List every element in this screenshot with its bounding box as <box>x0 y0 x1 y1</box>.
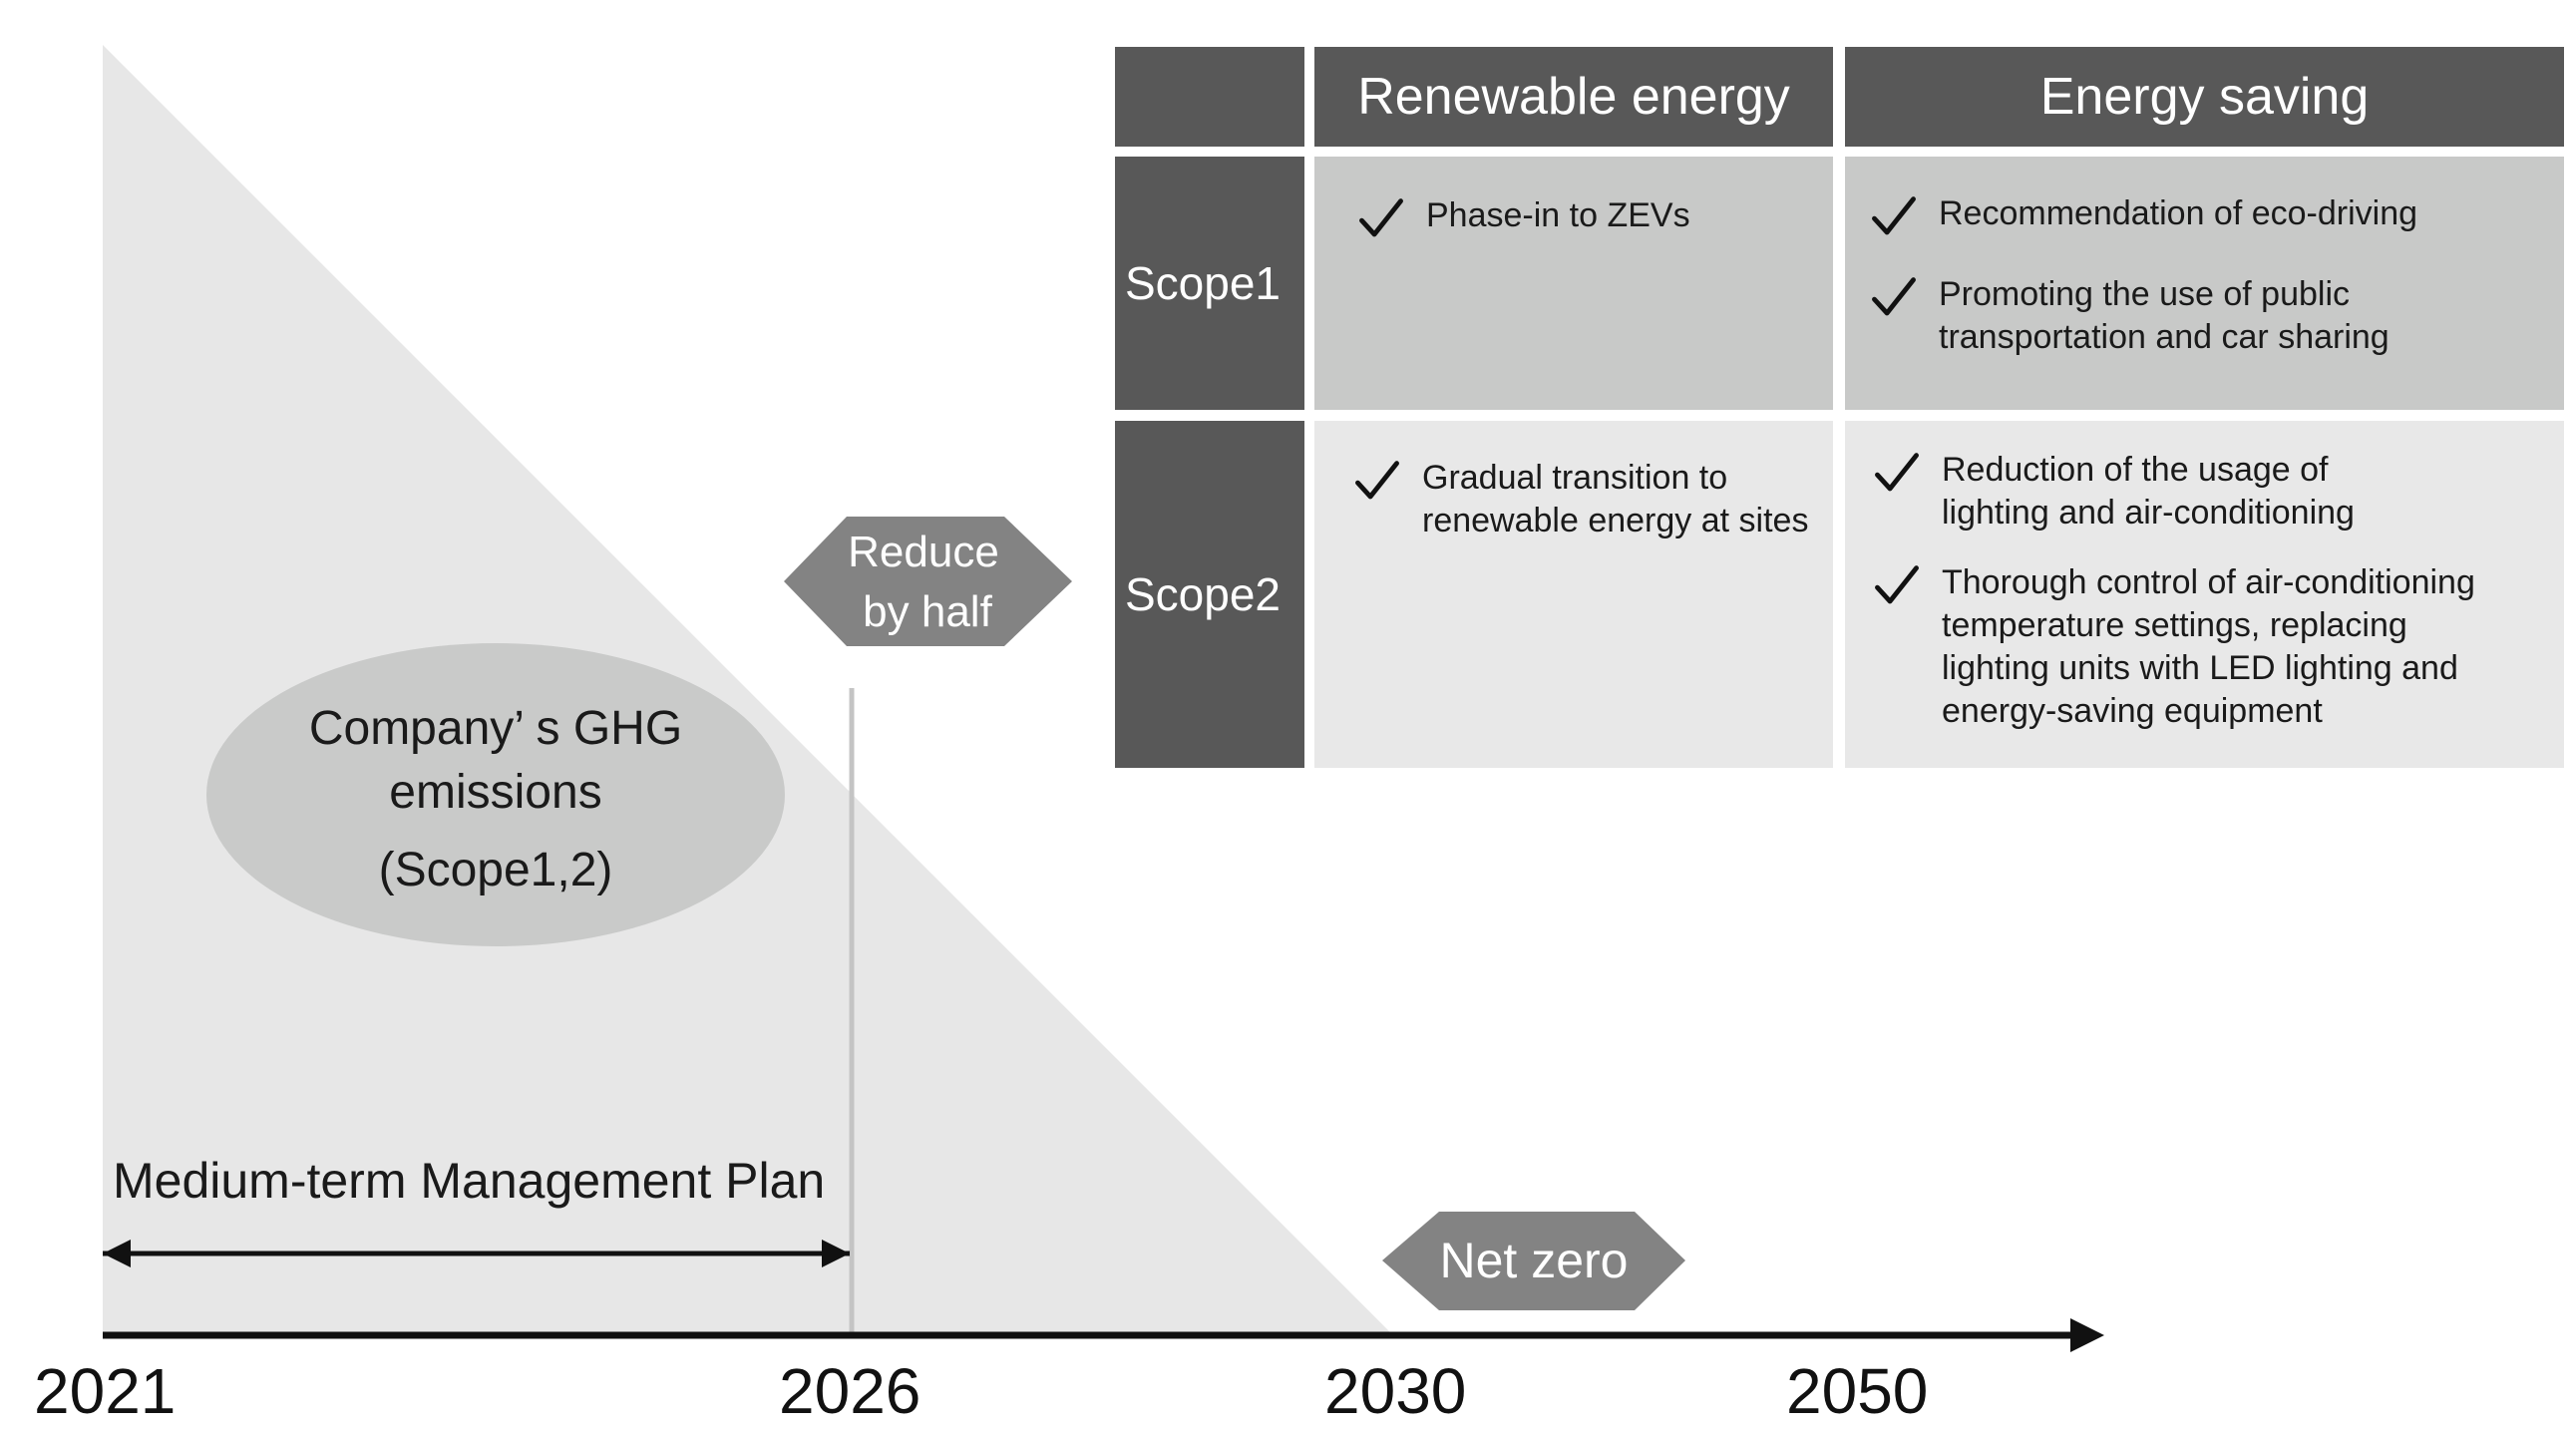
column-header-energy-saving: Energy saving <box>1845 47 2564 147</box>
year-label-2030: 2030 <box>1324 1355 1466 1427</box>
item-text-line: lighting and air-conditioning <box>1942 494 2355 532</box>
item-text-line: Gradual transition to <box>1422 459 1728 497</box>
item-text-line: Recommendation of eco-driving <box>1939 194 2418 232</box>
scope2-renewable-cell <box>1314 421 1833 768</box>
table-corner-cell <box>1115 47 1304 147</box>
reduce-by-half-hexagon <box>784 517 1072 646</box>
plan-arrow-right-head <box>822 1240 850 1267</box>
item-text: Recommendation of eco-driving <box>1939 192 2417 235</box>
item-text-line: Reduction of the usage of <box>1942 451 2329 489</box>
scope1-saving-cell <box>1845 157 2564 410</box>
item-text-line: transportation and car sharing <box>1939 318 2390 356</box>
plan-arrow-left-head <box>103 1240 131 1267</box>
emissions-label-line-3: (Scope1,2) <box>379 844 613 896</box>
year-label-2026: 2026 <box>779 1355 920 1427</box>
checkmark-icon <box>1872 196 1916 235</box>
emissions-label-line-1: Company’ s GHG <box>309 702 682 755</box>
reduce-by-half-line-1: Reduce <box>848 528 999 576</box>
item-text-line: renewable energy at sites <box>1422 502 1809 539</box>
item-text: Phase-in to ZEVs <box>1426 194 1690 237</box>
item-text: Reduction of the usage of lighting and a… <box>1942 449 2355 535</box>
item-text-line: lighting units with LED lighting and <box>1942 649 2458 687</box>
emissions-triangle <box>103 45 1391 1333</box>
item-text: Thorough control of air-conditioning tem… <box>1942 561 2475 733</box>
timeline-axis-arrowhead <box>2070 1318 2104 1352</box>
scope1-saving-item-2: Promoting the use of public transportati… <box>1871 273 2390 359</box>
scope2-saving-item-1: Reduction of the usage of lighting and a… <box>1874 449 2355 535</box>
scope1-renewable-item-1: Phase-in to ZEVs <box>1358 194 1690 242</box>
net-zero-label: Net zero <box>1440 1233 1629 1288</box>
checkmark-icon <box>1355 461 1399 500</box>
scope1-saving-item-1: Recommendation of eco-driving <box>1871 192 2417 240</box>
row-label-scope1: Scope1 <box>1115 157 1304 410</box>
scope2-renewable-item-1: Gradual transition to renewable energy a… <box>1354 457 1808 542</box>
column-header-renewable-energy: Renewable energy <box>1314 47 1833 147</box>
year-label-2021: 2021 <box>34 1355 176 1427</box>
item-text-line: Phase-in to ZEVs <box>1426 196 1690 234</box>
year-label-2050: 2050 <box>1786 1355 1928 1427</box>
item-text: Promoting the use of public transportati… <box>1939 273 2390 359</box>
scope2-saving-item-2: Thorough control of air-conditioning tem… <box>1874 561 2475 733</box>
item-text-line: energy-saving equipment <box>1942 692 2323 730</box>
checkmark-icon <box>1875 453 1919 492</box>
item-text-line: temperature settings, replacing <box>1942 606 2407 644</box>
item-text: Gradual transition to renewable energy a… <box>1422 457 1808 542</box>
net-zero-hexagon <box>1382 1212 1685 1310</box>
item-text-line: Thorough control of air-conditioning <box>1942 563 2475 601</box>
row-label-scope2: Scope2 <box>1115 421 1304 768</box>
checkmark-icon <box>1359 198 1403 237</box>
emissions-ellipse <box>206 643 785 946</box>
scope2-saving-cell <box>1845 421 2564 768</box>
item-text-line: Promoting the use of public <box>1939 275 2351 313</box>
medium-term-plan-label: Medium-term Management Plan <box>113 1153 825 1209</box>
checkmark-icon <box>1875 565 1919 604</box>
reduce-by-half-line-2: by half <box>863 587 992 636</box>
checkmark-icon <box>1872 277 1916 316</box>
emissions-label-line-2: emissions <box>389 766 601 819</box>
